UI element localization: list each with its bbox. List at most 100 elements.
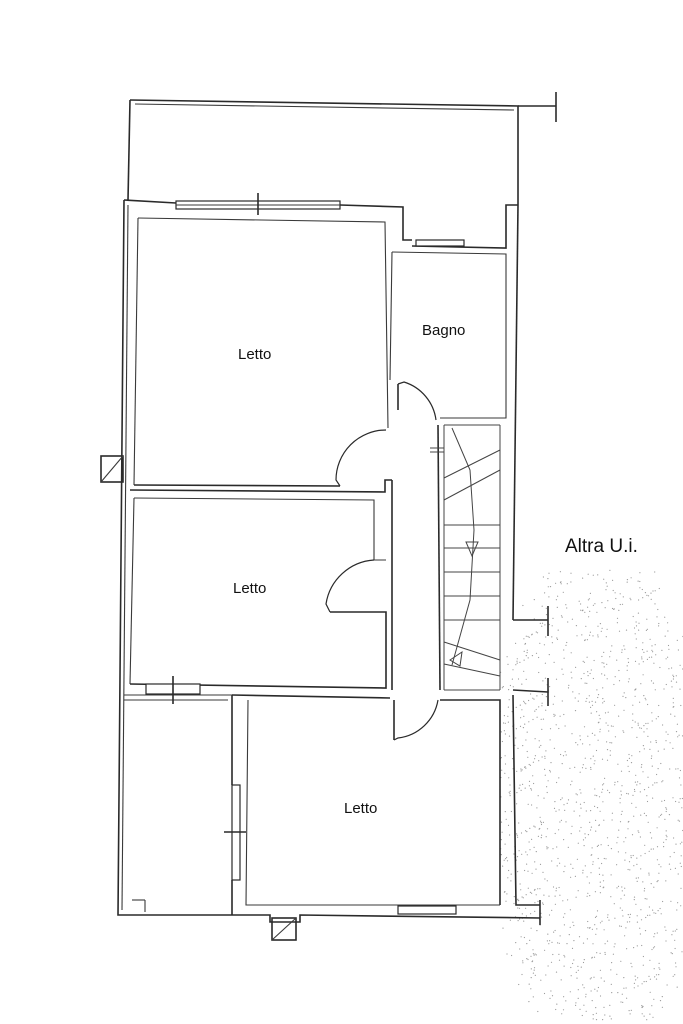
stipple-dot (664, 926, 666, 928)
stipple-dot (523, 702, 526, 704)
stipple-dot (575, 801, 578, 803)
stipple-dot (613, 946, 615, 948)
stipple-dot (613, 683, 615, 686)
stipple-dot (530, 968, 532, 970)
stipple-dot (527, 635, 529, 638)
stipple-dot (629, 921, 631, 923)
stipple-dot (521, 913, 523, 915)
stipple-dot (667, 630, 669, 632)
stipple-dot (677, 768, 679, 770)
stipple-dot (519, 948, 521, 950)
stipple-dot (569, 909, 572, 911)
stipple-dot (602, 880, 605, 882)
stipple-dot (610, 725, 613, 727)
stipple-dot (546, 846, 548, 848)
stipple-dot (614, 943, 616, 945)
stipple-dot (569, 926, 571, 928)
stipple-dot (658, 816, 660, 818)
stipple-dot (680, 887, 682, 889)
stipple-dot (574, 710, 577, 712)
stipple-dot (548, 572, 550, 574)
stipple-dot (653, 998, 655, 1000)
stipple-dot (525, 894, 527, 896)
stipple-dot (565, 754, 567, 756)
stipple-dot (523, 638, 525, 640)
stipple-dot (577, 965, 579, 968)
stipple-dot (621, 785, 623, 787)
stipple-dot (520, 936, 522, 938)
stipple-dot (657, 910, 659, 912)
stipple-dot (504, 843, 506, 845)
stipple-dot (611, 742, 613, 744)
stipple-dot (558, 886, 560, 889)
stipple-dot (531, 804, 533, 806)
stipple-dot (517, 871, 519, 873)
stipple-dot (537, 888, 539, 890)
stipple-dot (541, 693, 543, 696)
stipple-dot (592, 863, 594, 865)
stipple-dot (532, 960, 534, 962)
stipple-dot (508, 689, 510, 691)
stipple-dot (611, 645, 613, 647)
stipple-dot (605, 589, 607, 591)
stipple-dot (528, 721, 530, 723)
stipple-dot (655, 654, 657, 656)
stipple-dot (617, 992, 619, 994)
stipple-dot (570, 784, 572, 786)
stipple-dot (592, 1018, 594, 1020)
stipple-dot (584, 757, 586, 759)
stipple-dot (597, 857, 599, 860)
stipple-dot (594, 760, 596, 762)
stipple-dot (593, 659, 595, 662)
stipple-dot (654, 590, 656, 592)
stipple-dot (518, 787, 520, 789)
stipple-dot (592, 677, 595, 680)
stipple-dot (616, 887, 618, 889)
stipple-dot (661, 781, 663, 783)
stipple-dot (516, 856, 519, 858)
stipple-dot (658, 587, 660, 590)
stipple-dot (523, 670, 525, 672)
stipple-dot (654, 571, 656, 573)
stipple-dot (539, 888, 541, 890)
stipple-dot (577, 969, 579, 971)
stipple-dot (595, 830, 597, 832)
stipple-dot (651, 649, 653, 651)
stipple-dot (616, 622, 619, 624)
stipple-dot (544, 774, 546, 776)
stipple-dot (641, 1006, 644, 1008)
stipple-dot (582, 764, 584, 766)
stipple-dot (532, 972, 535, 974)
stipple-dot (651, 656, 653, 658)
stipple-dot (541, 625, 543, 627)
stipple-dot (610, 983, 612, 986)
stipple-dot (606, 940, 609, 942)
stipple-dot (604, 951, 606, 954)
stipple-dot (644, 898, 646, 900)
stipple-dot (596, 928, 598, 930)
stipple-dot (555, 599, 558, 601)
stipple-dot (597, 739, 599, 741)
stipple-dot (551, 860, 553, 862)
stipple-dot (571, 733, 573, 735)
stipple-dot (640, 814, 642, 816)
stipple-dot (597, 696, 599, 699)
stipple-dot (597, 694, 600, 696)
stipple-dot (575, 742, 577, 744)
stipple-dot (563, 965, 565, 967)
stipple-dot (533, 825, 535, 827)
stipple-dot (517, 920, 519, 922)
stipple-dot (517, 678, 520, 680)
stipple-dot (534, 974, 536, 977)
stipple-dot (526, 831, 528, 833)
stipple-dot (599, 892, 602, 894)
stipple-dot (672, 678, 675, 680)
stipple-dot (597, 844, 600, 847)
stipple-dot (602, 874, 604, 876)
stipple-dot (595, 1019, 598, 1021)
stipple-dot (555, 887, 558, 889)
stipple-dot (642, 881, 644, 883)
stipple-dot (618, 609, 620, 612)
stipple-dot (674, 974, 676, 976)
stipple-dot (532, 718, 534, 721)
